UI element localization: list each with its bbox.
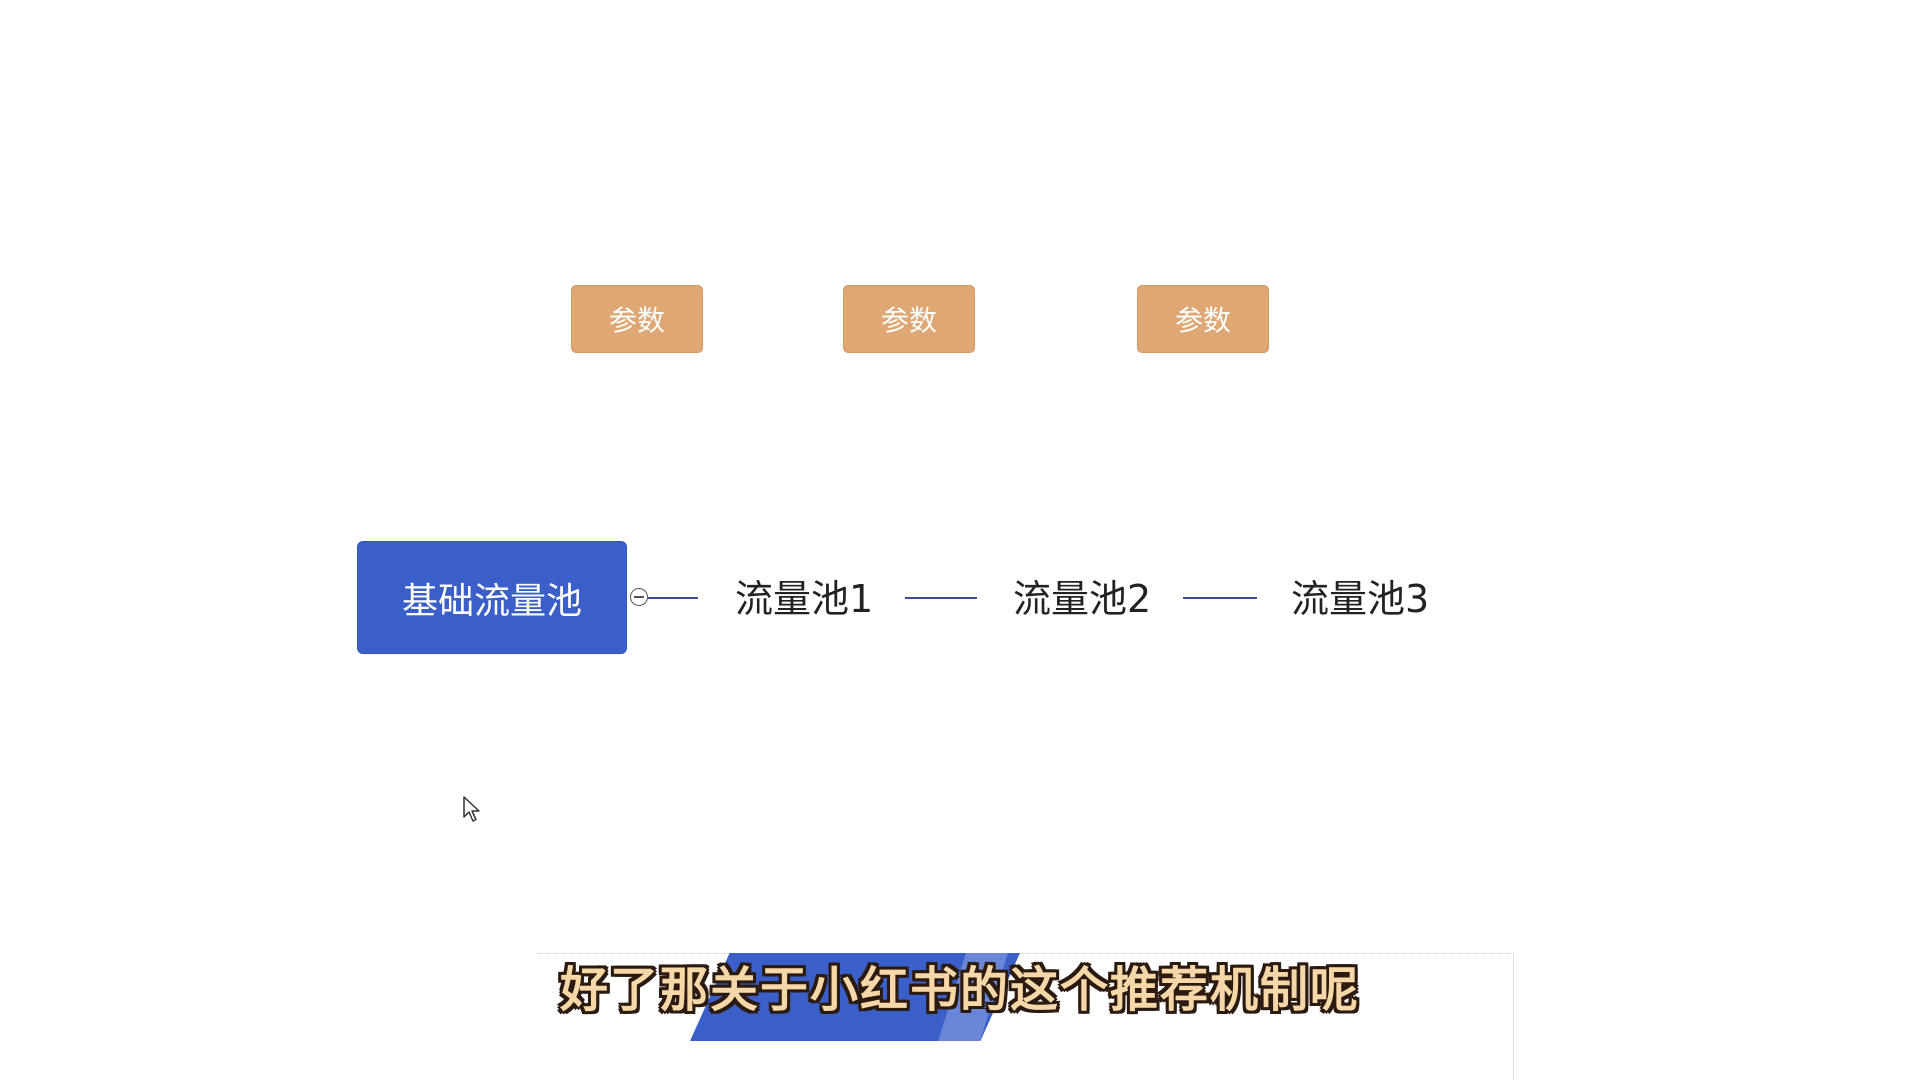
connector-line-3 (1183, 597, 1257, 599)
connector-line-1 (648, 597, 698, 599)
param-tag-1[interactable]: 参数 (571, 285, 703, 353)
pool-node-2[interactable]: 流量池2 (1013, 577, 1152, 621)
root-node-base-pool[interactable]: 基础流量池 (357, 541, 627, 654)
param-tag-3[interactable]: 参数 (1137, 285, 1269, 353)
subtitle-banner-frame (537, 953, 1514, 1080)
collapse-minus-icon[interactable] (630, 588, 648, 606)
pool-node-3[interactable]: 流量池3 (1291, 577, 1430, 621)
pool-node-1[interactable]: 流量池1 (735, 577, 874, 621)
param-tag-2[interactable]: 参数 (843, 285, 975, 353)
connector-line-2 (905, 597, 977, 599)
mouse-pointer-icon (463, 796, 480, 822)
video-subtitle: 好了那关于小红书的这个推荐机制呢 (559, 962, 1360, 1018)
